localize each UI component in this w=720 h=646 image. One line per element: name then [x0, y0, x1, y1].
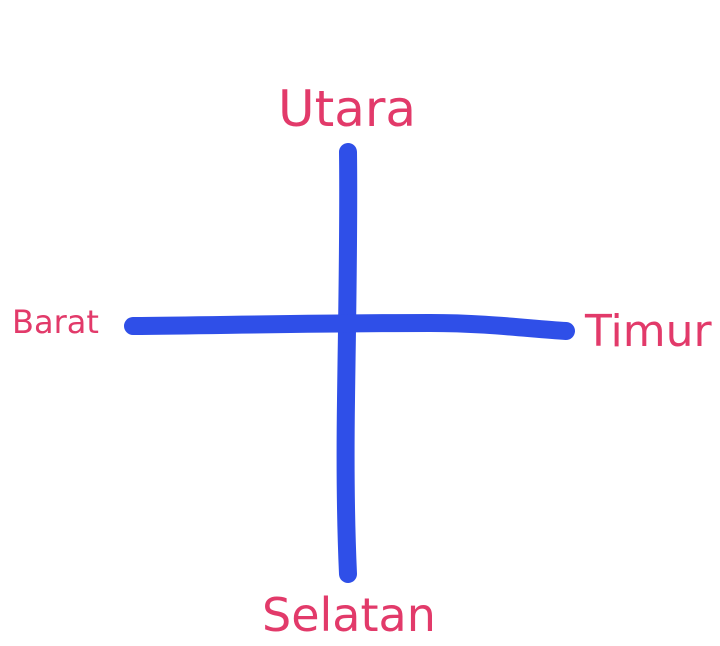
east-label: Timur	[585, 306, 712, 357]
north-label: Utara	[278, 80, 417, 138]
west-east-line	[124, 313, 575, 340]
north-south-line	[336, 143, 358, 583]
west-label: Barat	[12, 303, 99, 341]
south-label: Selatan	[262, 588, 436, 642]
